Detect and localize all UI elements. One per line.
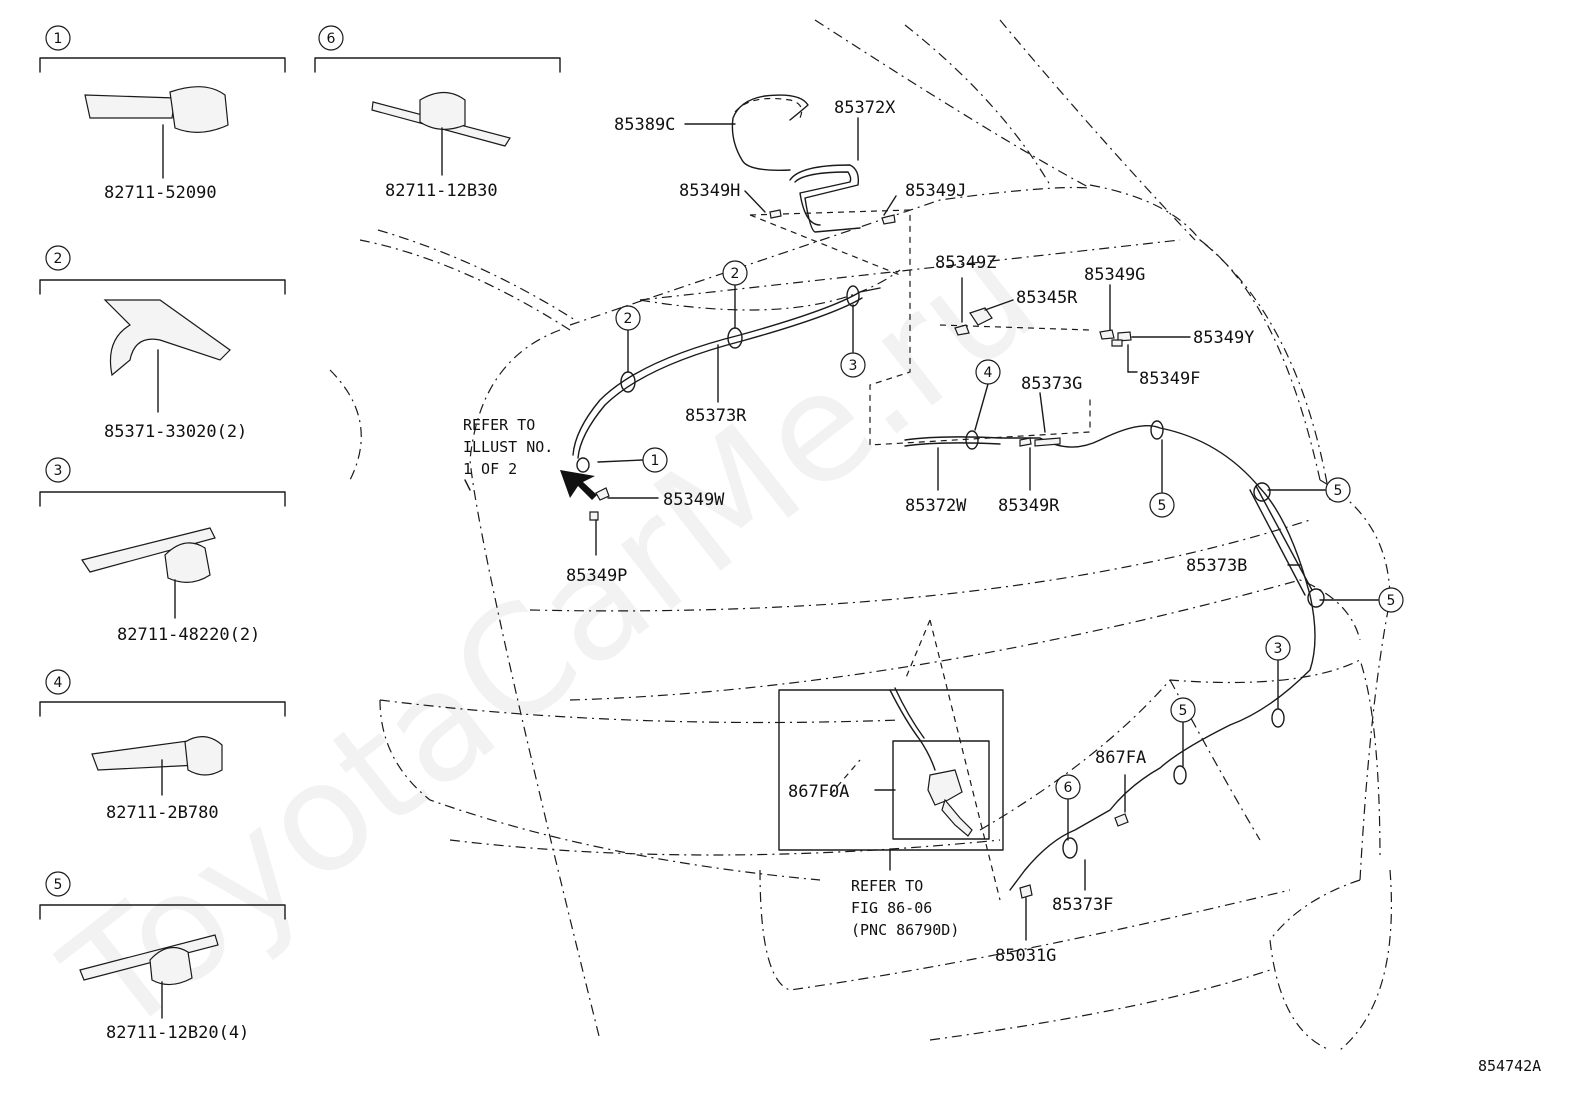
callout-5d: 5 <box>1170 697 1196 723</box>
callout-3a-number: 3 <box>849 358 858 374</box>
part-85349G: 85349G <box>1084 265 1145 285</box>
note-line: 1 OF 2 <box>463 460 517 478</box>
arrow-icon <box>560 470 597 500</box>
part-85031G: 85031G <box>995 946 1056 966</box>
callout-6-number: 6 <box>1064 780 1073 796</box>
callout-5d-number: 5 <box>1179 703 1188 719</box>
part-85349F: 85349F <box>1139 369 1200 389</box>
callout-3b: 3 <box>1265 635 1291 661</box>
legend-item-6: 6 82711-12B30 <box>314 25 561 201</box>
leader-lines <box>464 117 1379 941</box>
part-85349R: 85349R <box>998 496 1060 516</box>
legend-part-3: 82711-48220(2) <box>117 625 260 645</box>
callouts: 1 2 2 3 3 4 5 5 5 5 6 <box>615 260 1404 800</box>
part-85349Z: 85349Z <box>935 253 996 273</box>
note-line: REFER TO <box>463 416 535 434</box>
callout-2a: 2 <box>615 305 641 331</box>
legend-item-5: 5 82711-12B20(4) <box>39 871 286 1043</box>
part-85349Y: 85349Y <box>1193 328 1254 348</box>
legend: 1 82711-52090 6 82711-12B30 2 85371-3302… <box>39 25 561 1043</box>
note-line: REFER TO <box>851 877 923 895</box>
part-85349W: 85349W <box>663 490 725 510</box>
note-line: FIG 86-06 <box>851 899 932 917</box>
callout-5c-number: 5 <box>1387 593 1396 609</box>
part-867F0A: 867F0A <box>788 782 849 802</box>
legend-part-1: 82711-52090 <box>104 183 217 203</box>
callout-6: 6 <box>1055 774 1081 800</box>
callout-3b-number: 3 <box>1274 641 1283 657</box>
part-85349H: 85349H <box>679 181 740 201</box>
callout-1: 1 <box>642 447 668 473</box>
note-line: (PNC 86790D) <box>851 921 959 939</box>
legend-part-2: 85371-33020(2) <box>104 422 247 442</box>
part-85372W: 85372W <box>905 496 967 516</box>
legend-part-6: 82711-12B30 <box>385 181 498 201</box>
legend-num-5: 5 <box>54 877 63 893</box>
legend-num-1: 1 <box>54 31 63 47</box>
legend-num-6: 6 <box>327 31 336 47</box>
part-867FA: 867FA <box>1095 748 1146 768</box>
legend-item-2: 2 85371-33020(2) <box>39 245 286 442</box>
hoses <box>572 94 1316 891</box>
legend-item-1: 1 82711-52090 <box>39 25 286 203</box>
legend-num-4: 4 <box>54 675 63 691</box>
part-85349P: 85349P <box>566 566 627 586</box>
callout-5a-number: 5 <box>1158 498 1167 514</box>
part-85389C: 85389C <box>614 115 675 135</box>
note-line: ILLUST NO. <box>463 438 553 456</box>
callout-5b: 5 <box>1325 477 1351 503</box>
callout-2a-number: 2 <box>624 311 633 327</box>
refer-fig-note: REFER TO FIG 86-06 (PNC 86790D) <box>851 877 959 939</box>
legend-num-3: 3 <box>54 463 63 479</box>
callout-4-number: 4 <box>984 365 993 381</box>
part-85373G: 85373G <box>1021 374 1082 394</box>
detail-box <box>778 689 1004 851</box>
legend-part-4: 82711-2B780 <box>106 803 219 823</box>
part-85349J: 85349J <box>905 181 966 201</box>
refer-illust-note: REFER TO ILLUST NO. 1 OF 2 <box>463 416 553 478</box>
part-85373F: 85373F <box>1052 895 1113 915</box>
part-85345R: 85345R <box>1016 288 1078 308</box>
callout-4: 4 <box>975 359 1001 385</box>
vehicle-outline <box>329 19 1393 1051</box>
callout-5a: 5 <box>1149 492 1175 518</box>
callout-3a: 3 <box>840 352 866 378</box>
part-85373R: 85373R <box>685 406 747 426</box>
hose-clips <box>576 209 1325 899</box>
figure-ref: 854742A <box>1478 1057 1541 1075</box>
part-85372X: 85372X <box>834 98 896 118</box>
part-85373B: 85373B <box>1186 556 1247 576</box>
legend-num-2: 2 <box>54 251 63 267</box>
legend-item-3: 3 82711-48220(2) <box>39 457 286 645</box>
callout-1-number: 1 <box>651 453 660 469</box>
callout-5b-number: 5 <box>1334 483 1343 499</box>
legend-part-5: 82711-12B20(4) <box>106 1023 249 1043</box>
callout-5c: 5 <box>1378 587 1404 613</box>
legend-item-4: 4 82711-2B780 <box>39 669 286 823</box>
callout-2b: 2 <box>722 260 748 286</box>
callout-2b-number: 2 <box>731 266 740 282</box>
part-labels: 85389C 85372X 85349H 85349J 85349Z 85345… <box>566 98 1254 966</box>
